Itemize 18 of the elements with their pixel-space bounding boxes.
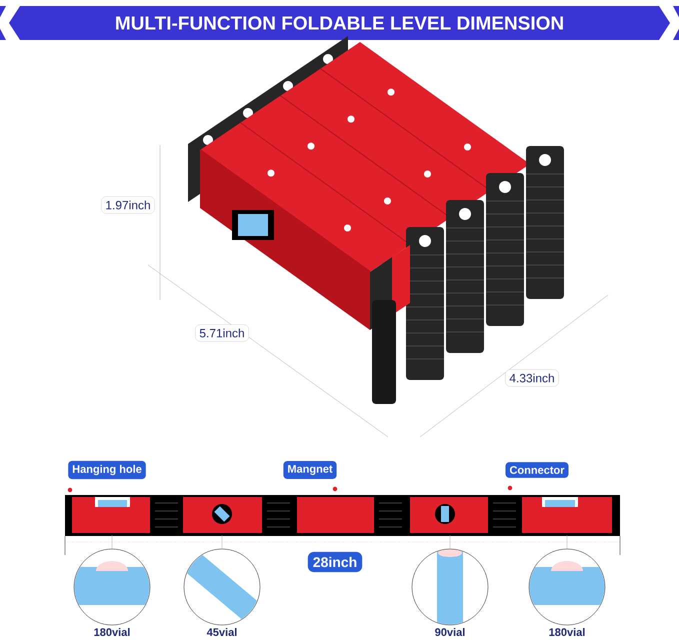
dimension-label: 28inch bbox=[308, 552, 362, 572]
callout-label: Connector bbox=[506, 462, 568, 478]
dimension-label: 1.97inch bbox=[101, 196, 155, 214]
vial-caption: 180vial bbox=[549, 628, 585, 636]
callout-label: Mangnet bbox=[283, 461, 337, 479]
dimension-label: 4.33inch bbox=[505, 369, 559, 387]
vial-caption: 180vial bbox=[94, 628, 130, 636]
vial-magnifier bbox=[412, 548, 488, 626]
vial-magnifier bbox=[184, 548, 260, 626]
straight-level-drawing bbox=[65, 495, 620, 536]
vial-magnifier bbox=[528, 548, 606, 626]
title-banner: MULTI-FUNCTION FOLDABLE LEVEL DIMENSION bbox=[0, 6, 679, 40]
vial-caption: 90vial bbox=[435, 628, 464, 636]
vial-caption: 45vial bbox=[206, 628, 236, 636]
vial-magnifier bbox=[74, 548, 150, 626]
leader-line bbox=[566, 535, 568, 549]
callout-label: Hanging hole bbox=[68, 460, 146, 480]
dimension-label: 5.71inch bbox=[195, 324, 249, 342]
